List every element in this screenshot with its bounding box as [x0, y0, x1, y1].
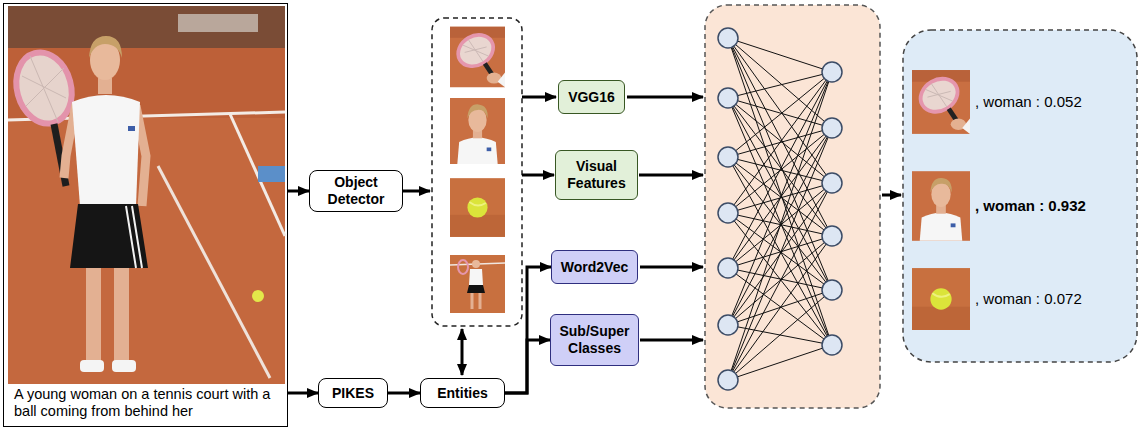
weight-line: [728, 72, 832, 380]
neuron: [718, 370, 738, 390]
image-caption-box: A young woman on a tennis court with a b…: [3, 3, 288, 427]
weight-line: [728, 157, 832, 345]
tennis-photo: [8, 6, 285, 384]
output-crop-racket: [912, 70, 970, 134]
box-label: Word2Vec: [561, 259, 628, 276]
weight-line: [728, 213, 832, 345]
weight-line: [728, 236, 832, 268]
weight-line: [728, 72, 832, 157]
flow-arrow: [505, 267, 551, 393]
neuron: [822, 62, 842, 82]
crop-ball: [450, 178, 505, 237]
score-label: , woman : 0.052: [975, 93, 1082, 110]
score-label: , woman : 0.932: [975, 197, 1086, 214]
box-label: VGG16: [568, 89, 615, 106]
weight-line: [728, 38, 832, 236]
neuron: [822, 280, 842, 300]
weight-line: [728, 157, 832, 290]
weight-line: [728, 128, 832, 380]
box-label: PIKES: [332, 385, 374, 402]
neuron: [718, 147, 738, 167]
neuron: [822, 226, 842, 246]
flow-arrow: [388, 392, 420, 395]
crop-racket: [450, 27, 505, 88]
neuron: [822, 173, 842, 193]
visual-box: VGG16: [558, 80, 625, 114]
weight-line: [728, 38, 832, 345]
box-label: Sub/Super Classes: [556, 323, 633, 357]
score-label: , woman : 0.072: [975, 290, 1082, 307]
crop-person: [450, 255, 505, 313]
network-weights: [728, 38, 832, 380]
output-panel: [903, 30, 1137, 362]
flow-arrow: [288, 392, 318, 395]
neuron: [822, 335, 842, 355]
process-box: PIKES: [318, 378, 388, 408]
flow-arrow: [505, 340, 550, 393]
neuron: [822, 118, 842, 138]
neuron: [718, 88, 738, 108]
text-box: Sub/Super Classes: [550, 314, 639, 366]
output-crop-woman: [912, 171, 970, 241]
caption-text: A young woman on a tennis court with a b…: [14, 386, 277, 420]
weight-line: [728, 98, 832, 128]
process-box: Entities: [420, 378, 505, 408]
box-label: Visual Features: [561, 158, 632, 192]
weight-line: [728, 345, 832, 380]
neuron: [718, 203, 738, 223]
network-panel: [705, 5, 880, 408]
crop-woman: [450, 98, 505, 164]
box-label: Object Detector: [315, 174, 397, 208]
weight-line: [728, 236, 832, 380]
network-neurons: [718, 28, 842, 390]
weight-line: [728, 183, 832, 380]
visual-box: Visual Features: [555, 150, 638, 200]
weight-line: [728, 38, 832, 290]
text-box: Word2Vec: [551, 250, 638, 284]
neuron: [718, 258, 738, 278]
flow-arrow: [288, 190, 309, 193]
weight-line: [728, 290, 832, 380]
output-crop-ball: [912, 268, 970, 330]
weight-line: [728, 72, 832, 213]
crops-group: [432, 18, 522, 326]
neuron: [718, 315, 738, 335]
weight-line: [728, 72, 832, 325]
neuron: [718, 28, 738, 48]
weight-line: [728, 72, 832, 268]
box-label: Entities: [437, 385, 488, 402]
layout-arrows: [402, 97, 901, 375]
process-box: Object Detector: [309, 170, 403, 212]
weight-line: [728, 98, 832, 290]
